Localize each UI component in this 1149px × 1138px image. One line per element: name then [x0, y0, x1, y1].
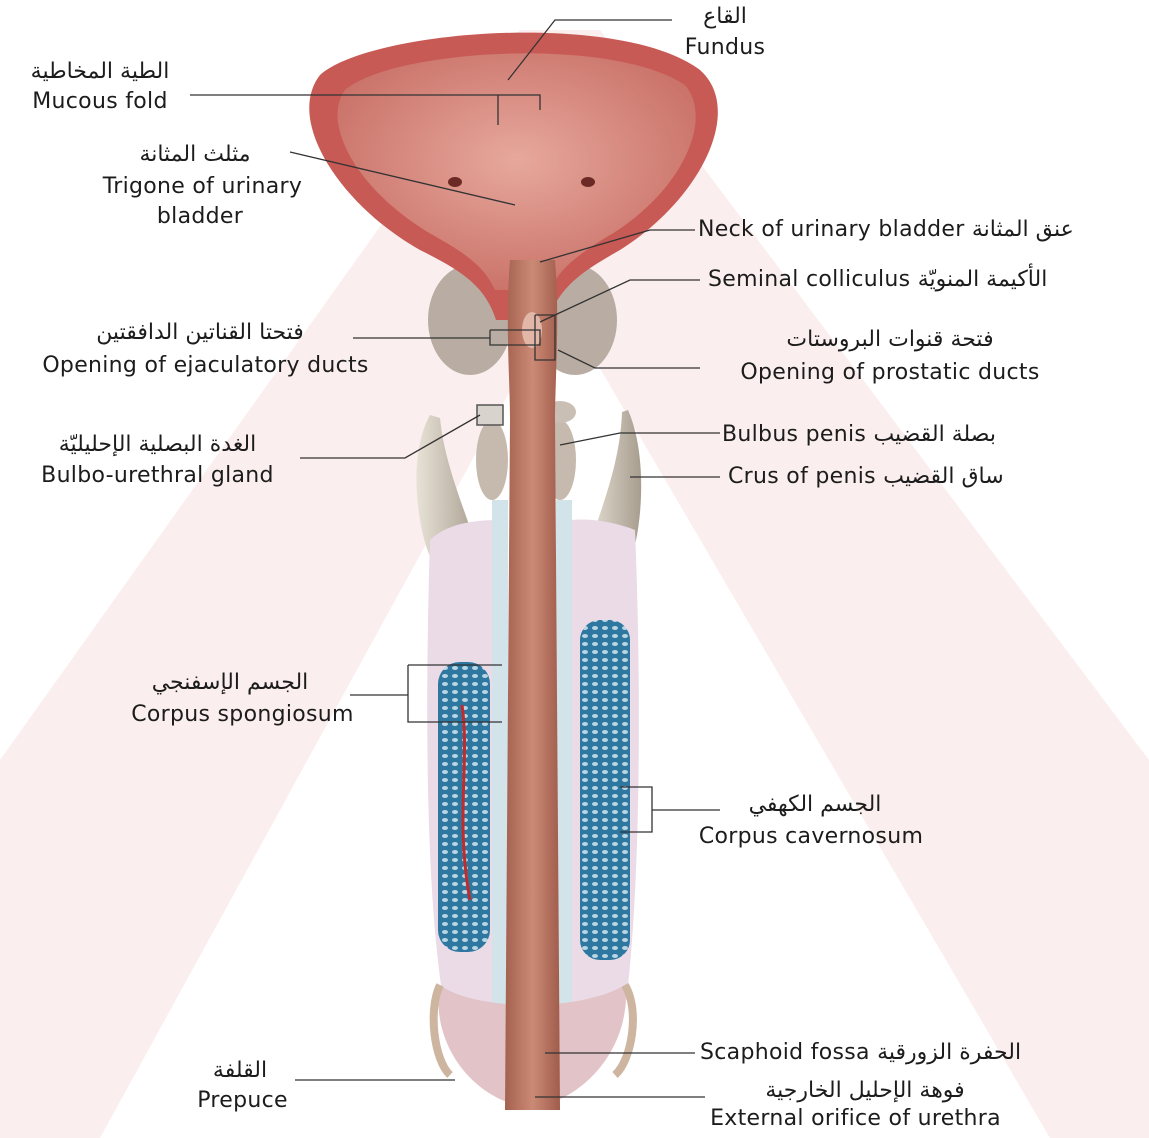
label-prepuce-en: Prepuce: [180, 1086, 305, 1116]
label-prostatic-ar: فتحة قنوات البروستات: [710, 325, 1070, 355]
label-spongiosum-en: Corpus spongiosum: [110, 700, 375, 730]
corpus-spongiosum-left: [492, 500, 508, 1020]
label-colliculus: Seminal colliculus الأكيمة المنويّة: [708, 265, 1047, 295]
label-crus: Crus of penis ساق القضيب: [728, 462, 1004, 492]
label-trigone-en-2: bladder: [130, 202, 270, 232]
urethra: [505, 260, 560, 1110]
label-spongiosum-ar: الجسم الإسفنجي: [110, 668, 350, 698]
label-bulbo-en: Bulbo-urethral gland: [15, 461, 300, 491]
label-orifice-ar: فوهة الإحليل الخارجية: [700, 1076, 1030, 1106]
label-cavernosum-ar: الجسم الكهفي: [705, 790, 925, 820]
label-scaphoid: Scaphoid fossa الحفرة الزورقية: [700, 1038, 1021, 1068]
label-prepuce-ar: القلفة: [180, 1056, 300, 1086]
right-erectile-tissue: [580, 620, 630, 960]
label-mucous-fold-en: Mucous fold: [10, 87, 190, 117]
right-ureter-orifice: [581, 177, 595, 187]
label-mucous-fold-ar: الطية المخاطية: [10, 57, 190, 87]
label-neck: Neck of urinary bladder عنق المثانة: [698, 215, 1074, 245]
label-bulbus: Bulbus penis بصلة القضيب: [722, 420, 996, 450]
label-trigone-ar: مثلث المثانة: [100, 140, 290, 170]
label-trigone-en-1: Trigone of urinary: [80, 172, 325, 202]
label-orifice-en: External orifice of urethra: [683, 1104, 1028, 1134]
bulbo-urethral-gland: [477, 405, 503, 425]
label-prostatic-en: Opening of prostatic ducts: [705, 358, 1075, 388]
left-ureter-orifice: [448, 177, 462, 187]
bulbus-penis-left: [476, 420, 508, 500]
label-ejaculatory-ar: فتحتا القناتين الدافقتين: [40, 318, 360, 348]
label-cavernosum-en: Corpus cavernosum: [680, 822, 942, 852]
label-fundus-ar: القاع: [670, 2, 780, 32]
label-fundus-en: Fundus: [665, 33, 785, 63]
label-ejaculatory-en: Opening of ejaculatory ducts: [8, 351, 403, 381]
label-bulbo-ar: الغدة البصلية الإحليليّة: [15, 430, 300, 460]
